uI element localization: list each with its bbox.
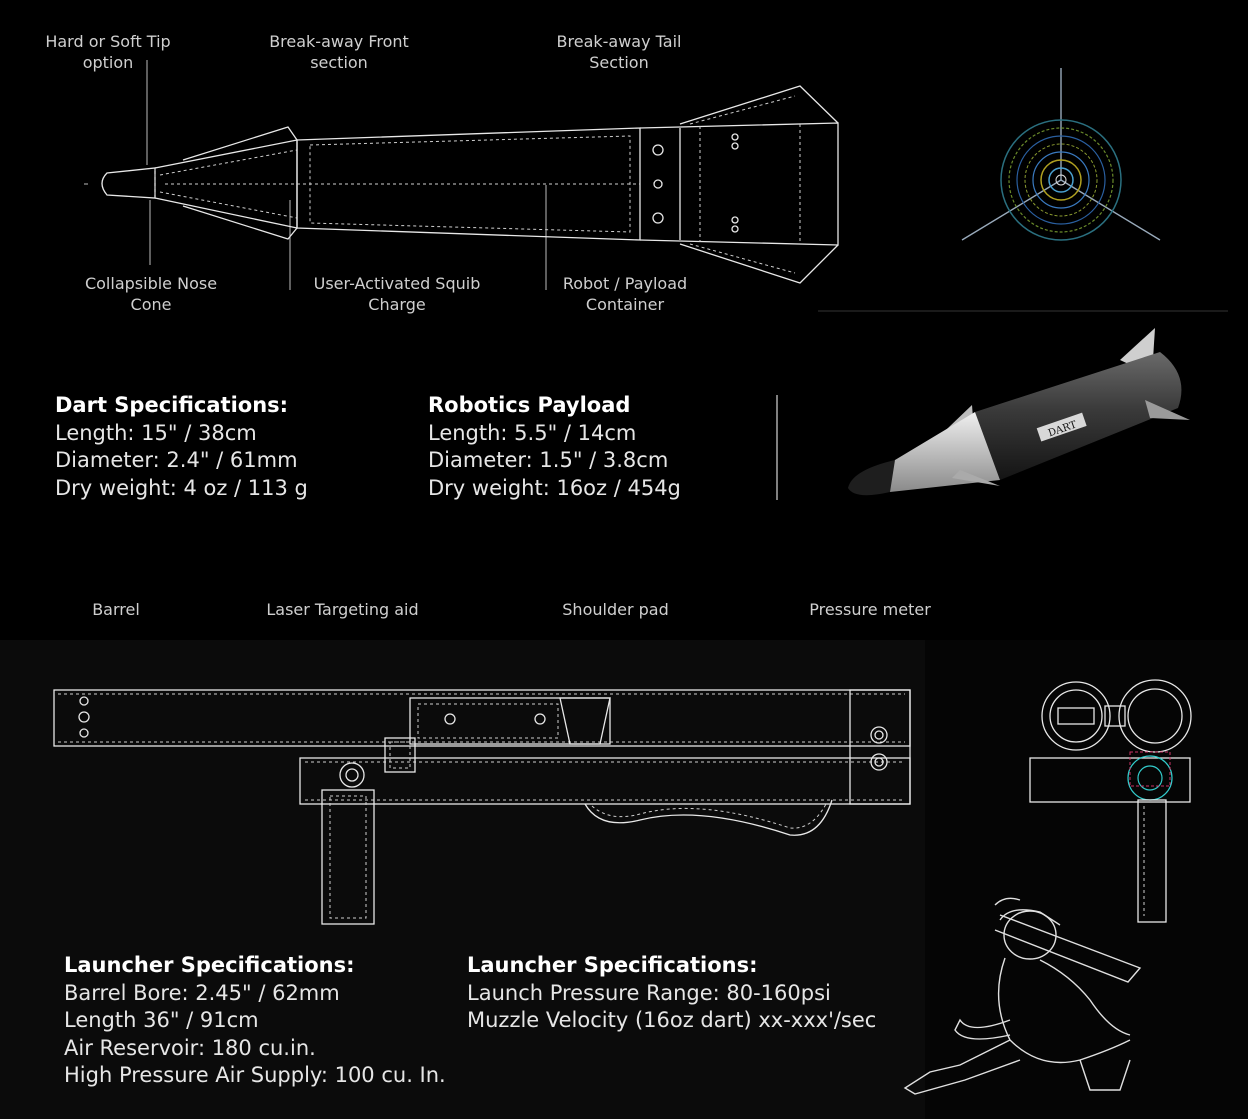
launcher-spec-bore: Barrel Bore: 2.45" / 62mm [64,980,340,1005]
launcher-spec-length: Length 36" / 91cm [64,1008,259,1032]
label-pressure-meter: Pressure meter [809,600,931,619]
dart-specifications: Dart Specifications: Length: 15" / 38cm … [55,392,308,502]
person-sketch [903,897,1142,1095]
payload-spec-weight: Dry weight: 16oz / 454g [428,475,681,500]
dart-render: DART [848,328,1190,496]
launcher-spec-reservoir: Air Reservoir: 180 cu.in. [64,1035,316,1060]
payload-specifications: Robotics Payload Length: 5.5" / 14cm Dia… [428,392,681,502]
dart-spec-length: Length: 15" / 38cm [55,420,257,445]
dart-spec-diameter: Diameter: 2.4" / 61mm [55,448,298,472]
dart-side-view [84,60,839,290]
launcher-spec-a-title: Launcher Specifications: [64,953,355,977]
launcher-spec-pressure-range: Launch Pressure Range: 80-160psi [467,980,831,1005]
label-laser-targeting: Laser Targeting aid [266,600,419,619]
payload-spec-diameter: Diameter: 1.5" / 3.8cm [428,448,669,472]
payload-spec-length: Length: 5.5" / 14cm [428,420,637,445]
launcher-side-view [53,689,911,925]
dart-end-view [961,68,1161,241]
dart-spec-title: Dart Specifications: [55,393,289,417]
label-shoulder-pad: Shoulder pad [562,600,669,619]
launcher-specifications-b: Launcher Specifications: Launch Pressure… [467,952,876,1035]
launcher-specifications-a: Launcher Specifications: Barrel Bore: 2.… [64,952,446,1090]
launcher-spec-air-supply: High Pressure Air Supply: 100 cu. In. [64,1063,446,1087]
payload-spec-title: Robotics Payload [428,393,631,417]
label-barrel: Barrel [92,600,140,619]
launcher-spec-b-title: Launcher Specifications: [467,953,758,977]
launcher-spec-muzzle-velocity: Muzzle Velocity (16oz dart) xx-xxx'/sec [467,1008,877,1032]
dart-spec-weight: Dry weight: 4 oz / 113 g [55,475,308,500]
launcher-end-view [1029,679,1192,923]
